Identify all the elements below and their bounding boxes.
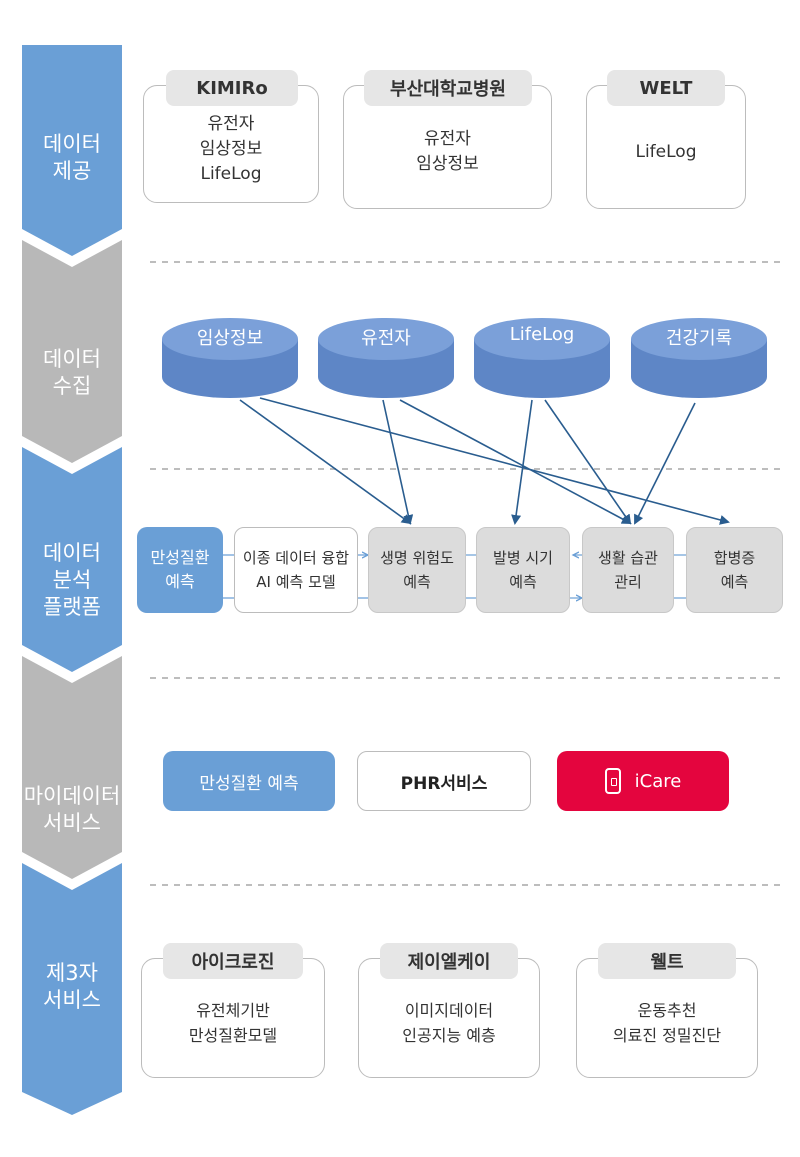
stage-arrow-platform: [22, 447, 122, 672]
provider-content: 유전자 임상정보 LifeLog: [199, 113, 263, 184]
thirdparty-tag-jlk: 제이엘케이: [380, 943, 518, 979]
db-gene: [318, 318, 454, 398]
node-ai-fusion-model: 이종 데이터 융합 AI 예측 모델: [234, 527, 358, 613]
service-chronic-prediction[interactable]: 만성질환 예측: [163, 751, 335, 811]
stage-label-platform: 데이터 분석 플랫폼: [43, 541, 101, 619]
provider-tag-kimiro: KIMIRo: [166, 70, 298, 106]
db-label-lifelog: LifeLog: [509, 324, 575, 345]
stage-label-thirdparty: 제3자 서비스: [43, 961, 101, 1012]
provider-content: 유전자 임상정보: [416, 129, 479, 174]
stage-label-collect: 데이터 수집: [43, 347, 101, 398]
arrow-clinical-risk: [239, 399, 412, 525]
thirdparty-content: 운동추천 의료진 정밀진단: [612, 1001, 722, 1045]
provider-content: LifeLog: [635, 141, 697, 162]
thirdparty-content: 유전체기반 만성질환모델: [188, 1001, 278, 1045]
thirdparty-content: 이미지데이터 인공지능 예층: [402, 1001, 496, 1045]
service-phr[interactable]: PHR서비스: [357, 751, 531, 811]
node-chronic-prediction: 만성질환 예측: [137, 527, 223, 613]
stage-arrow-collect: [22, 240, 122, 463]
stage-arrow-provide: [22, 45, 122, 256]
provider-tag-welt: WELT: [607, 70, 725, 106]
db-lifelog: [474, 318, 610, 398]
db-label-health: 건강기록: [665, 328, 733, 349]
db-clinical: [162, 318, 298, 398]
provider-tag-pnuh: 부산대학교병원: [364, 70, 532, 106]
arrow-gene-lifestyle: [399, 399, 632, 524]
db-label-clinical: 임상정보: [196, 328, 264, 349]
thirdparty-tag-welt: 웰트: [598, 943, 736, 979]
node-complication: 합병증 예측: [686, 527, 783, 613]
arrow-gene-risk: [382, 399, 414, 525]
node-life-risk: 생명 위험도 예측: [368, 527, 466, 613]
node-onset-timing: 발병 시기 예측: [476, 527, 570, 613]
stage-label-mydata: 마이데이터 서비스: [23, 784, 121, 835]
thirdparty-tag-aicrogene: 아이크로진: [163, 943, 303, 979]
icare-label: iCare: [634, 770, 682, 792]
stage-label-provide: 데이터 제공: [43, 132, 101, 183]
stage-arrow-mydata: [22, 656, 122, 879]
db-health: [631, 318, 767, 398]
node-lifestyle-mgmt: 생활 습관 관리: [582, 527, 674, 613]
arrow-health-lifestyle: [634, 402, 696, 525]
arrow-lifelog-onset: [511, 399, 533, 525]
arrow-lifelog-lifestyle: [544, 399, 632, 525]
db-label-gene: 유전자: [361, 328, 411, 349]
stage-arrow-thirdparty: [22, 863, 122, 1115]
smartphone-icon: [604, 768, 621, 794]
service-icare[interactable]: iCare: [557, 751, 729, 811]
arrow-clinical-complication: [259, 397, 730, 525]
